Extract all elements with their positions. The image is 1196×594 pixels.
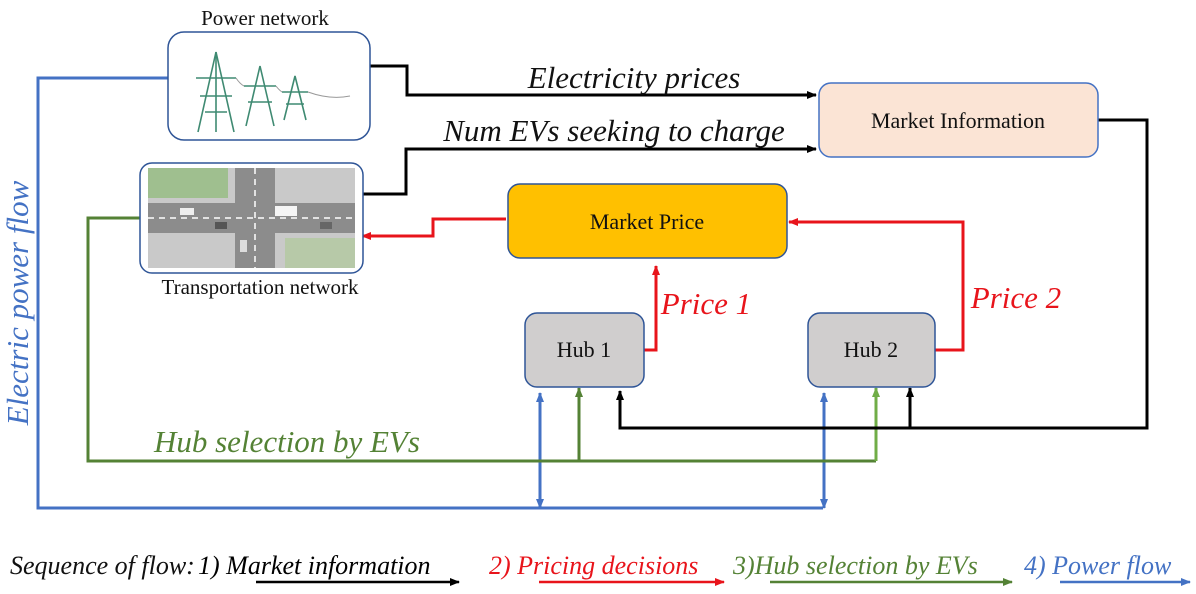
market-info-lines: [363, 64, 1149, 430]
market-price-to-transport-arrow: [361, 217, 506, 240]
hub2-label: Hub 2: [844, 337, 898, 362]
num-evs-arrow: [363, 145, 817, 196]
market-price-node: Market Price: [507, 183, 788, 259]
legend: Sequence of flow: 1) Market information …: [10, 551, 1191, 586]
price1-label: Price 1: [660, 286, 751, 321]
power-network-label: Power network: [201, 6, 329, 30]
hub1-node: Hub 1: [524, 312, 645, 388]
market-info-to-hubs-arrow: [616, 118, 1149, 430]
num-evs-label: Num EVs seeking to charge: [442, 113, 785, 148]
legend-item-market-information: 1) Market information: [198, 551, 431, 580]
legend-prefix: Sequence of flow:: [10, 551, 195, 580]
market-information-node: Market Information: [818, 82, 1099, 158]
transmission-tower-icon: [196, 51, 351, 133]
legend-item-pricing-decisions: 2) Pricing decisions: [489, 551, 698, 580]
market-price-label: Market Price: [590, 209, 704, 234]
hub-selection-lines: [86, 216, 880, 463]
price2-arrow: [788, 218, 965, 352]
market-information-label: Market Information: [871, 108, 1045, 133]
hub-selection-label: Hub selection by EVs: [153, 424, 420, 459]
pricing-lines: [361, 217, 965, 352]
electric-power-flow-label: Electric power flow: [0, 180, 35, 426]
hub2-node: Hub 2: [807, 312, 936, 388]
price1-arrow: [644, 265, 660, 352]
transportation-network-node: Transportation network: [139, 162, 364, 299]
hub1-label: Hub 1: [557, 337, 611, 362]
power-flow-lines: [36, 76, 828, 510]
electricity-prices-arrow: [370, 64, 817, 99]
legend-item-hub-selection: 3)Hub selection by EVs: [732, 551, 978, 580]
transportation-network-label: Transportation network: [162, 275, 359, 299]
electricity-prices-label: Electricity prices: [527, 60, 741, 95]
legend-item-power-flow: 4) Power flow: [1024, 551, 1172, 580]
power-network-node: Power network: [167, 6, 371, 141]
price2-label: Price 2: [970, 280, 1061, 315]
road-intersection-icon: [148, 168, 355, 268]
